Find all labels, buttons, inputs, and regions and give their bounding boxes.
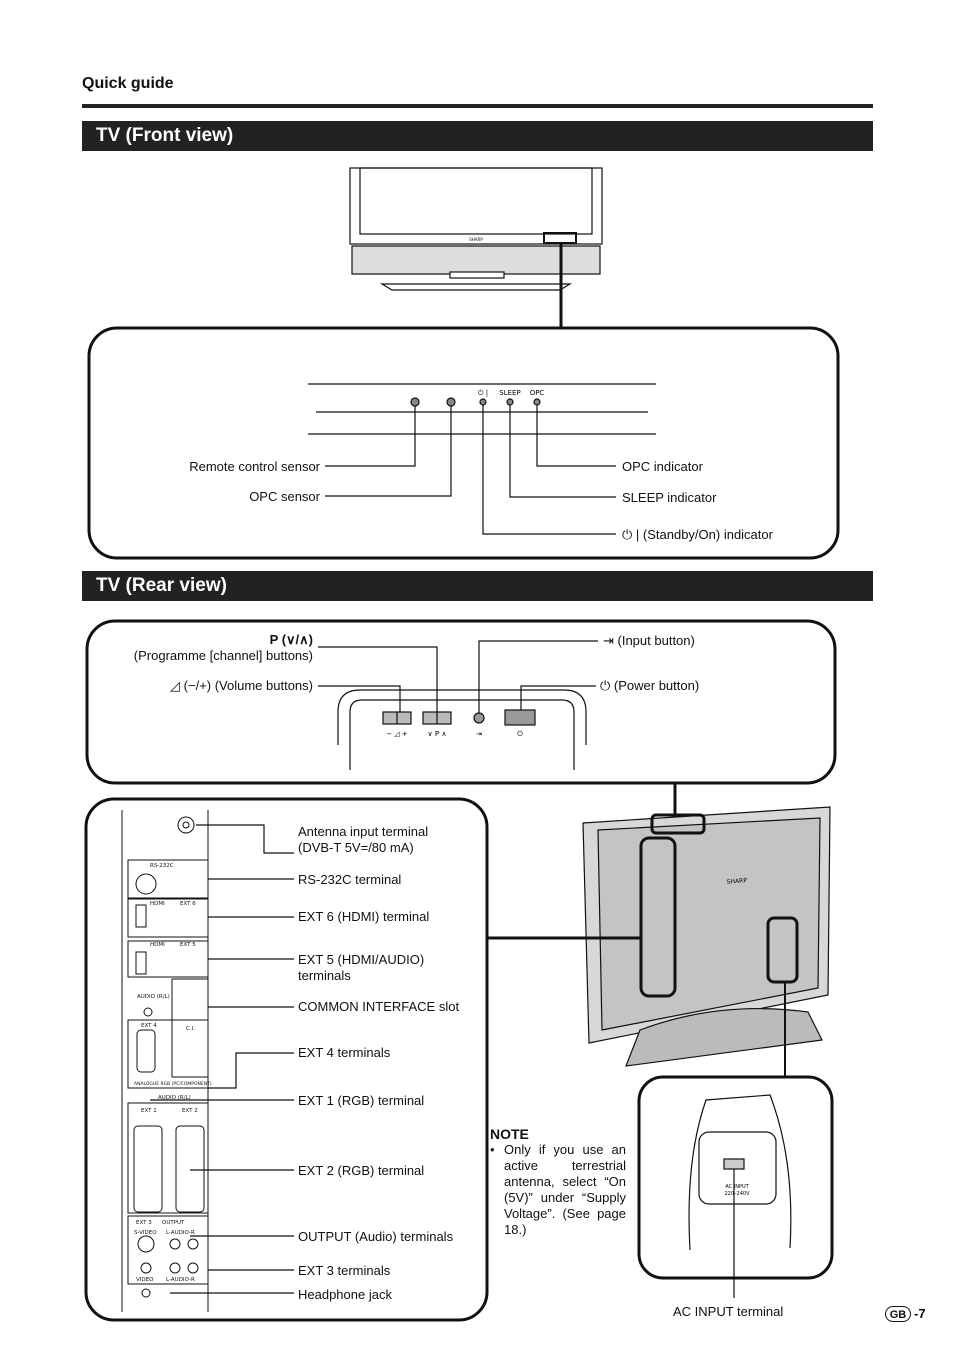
panel-text-output-audio: L-AUDIO-R: [166, 1230, 195, 1236]
panel-text-output: OUTPUT: [162, 1220, 185, 1226]
sleep-mark: SLEEP: [499, 389, 520, 397]
opc-mark: OPC: [530, 389, 545, 397]
panel-text-hdmi-5: HDMI: [150, 942, 165, 948]
ext2-terminal-label: EXT 2 (RGB) terminal: [298, 1163, 425, 1178]
tv-front-brand: SHARP: [469, 237, 483, 242]
section-heading: Quick guide: [82, 75, 174, 92]
note-block: NOTE • Only if you use an active terrest…: [490, 1126, 626, 1238]
panel-text-audio-4: AUDIO (R/L): [158, 1095, 191, 1101]
rear-view-title: TV (Rear view): [82, 571, 873, 601]
standby-indicator-dot: [479, 398, 487, 406]
power-mark: ⏻: [517, 730, 523, 738]
panel-text-ci: C.I.: [186, 1026, 195, 1032]
page-number: -7: [914, 1306, 926, 1321]
remote-control-sensor-label: Remote control sensor: [189, 459, 320, 474]
volume-buttons-label: ◿ (−/+) (Volume buttons): [170, 678, 313, 693]
input-mark: ⇥: [476, 730, 482, 738]
antenna-terminal-label: Antenna input terminal(DVB-T 5V=/80 mA): [298, 824, 429, 855]
panel-text-ext6: EXT 6: [180, 901, 196, 907]
rs232c-terminal-label: RS-232C terminal: [298, 872, 402, 887]
panel-text-ext5: EXT 5: [180, 942, 196, 948]
ext3-terminal-label: EXT 3 terminals: [298, 1263, 391, 1278]
volume-mark: − ◿ +: [386, 730, 408, 738]
front-view-title: TV (Front view): [82, 121, 873, 151]
panel-text-ext3: EXT 3: [136, 1220, 152, 1226]
standby-mark: ⏻ |: [478, 389, 488, 397]
headphone-jack-label: Headphone jack: [298, 1287, 392, 1302]
panel-text-video: VIDEO: [136, 1277, 154, 1283]
input-icon: ⇥: [603, 633, 618, 648]
panel-text-ext3-audio: L-AUDIO-R: [166, 1277, 195, 1283]
panel-text-ext4: EXT 4: [141, 1023, 157, 1029]
ext1-terminal-label: EXT 1 (RGB) terminal: [298, 1093, 425, 1108]
panel-text-ext1: EXT 1: [141, 1108, 157, 1114]
ac-plate-line1: AC INPUT: [725, 1184, 749, 1190]
common-interface-label: COMMON INTERFACE slot: [298, 999, 460, 1014]
remote-sensor-dot: [410, 397, 420, 407]
header-rule: [82, 104, 873, 108]
panel-text-analogue-rgb: ANALOGUE RGB (PC/COMPONENT): [134, 1081, 212, 1087]
volume-icon: ◿: [170, 678, 184, 693]
note-bullet: •: [490, 1142, 495, 1157]
region-badge: GB: [885, 1306, 911, 1322]
panel-text-ext2: EXT 2: [182, 1108, 198, 1114]
panel-text-hdmi-6: HDMI: [150, 901, 165, 907]
standby-indicator-label: ⏻ | (Standby/On) indicator: [622, 527, 773, 542]
power-icon: ⏻: [622, 527, 636, 542]
panel-text-rs232c: RS-232C: [150, 863, 174, 869]
sleep-indicator-dot: [506, 398, 514, 406]
input-button-label: ⇥ (Input button): [603, 633, 695, 648]
tv-rear-brand: SHARP: [726, 877, 747, 886]
ext5-terminal-label: EXT 5 (HDMI/AUDIO)terminals: [298, 952, 425, 983]
note-text: Only if you use an active terrestrial an…: [504, 1142, 626, 1237]
power-button-label: ⏻ (Power button): [600, 678, 700, 693]
opc-indicator-dot: [533, 398, 541, 406]
panel-text-audio-5: AUDIO (R/L): [137, 994, 170, 1000]
programme-buttons-label: P (∨/∧)(Programme [channel] buttons): [133, 632, 313, 663]
programme-mark: ∨ P ∧: [428, 730, 447, 738]
panel-text-svideo: S-VIDEO: [134, 1230, 157, 1236]
opc-indicator-label: OPC indicator: [622, 459, 703, 474]
note-title: NOTE: [490, 1126, 529, 1142]
ac-input-terminal-label: AC INPUT terminal: [673, 1304, 784, 1319]
power-icon: ⏻: [600, 678, 614, 693]
output-terminal-label: OUTPUT (Audio) terminals: [298, 1229, 454, 1244]
ac-plate-line2: 220–240V: [724, 1191, 750, 1197]
ext4-terminal-label: EXT 4 terminals: [298, 1045, 391, 1060]
tv-front-illustration: [349, 167, 603, 291]
opc-sensor-label: OPC sensor: [249, 489, 320, 504]
tv-rear-illustration: [582, 806, 831, 1067]
sleep-indicator-label: SLEEP indicator: [622, 490, 717, 505]
ext6-terminal-label: EXT 6 (HDMI) terminal: [298, 909, 430, 924]
opc-sensor-dot: [446, 397, 456, 407]
